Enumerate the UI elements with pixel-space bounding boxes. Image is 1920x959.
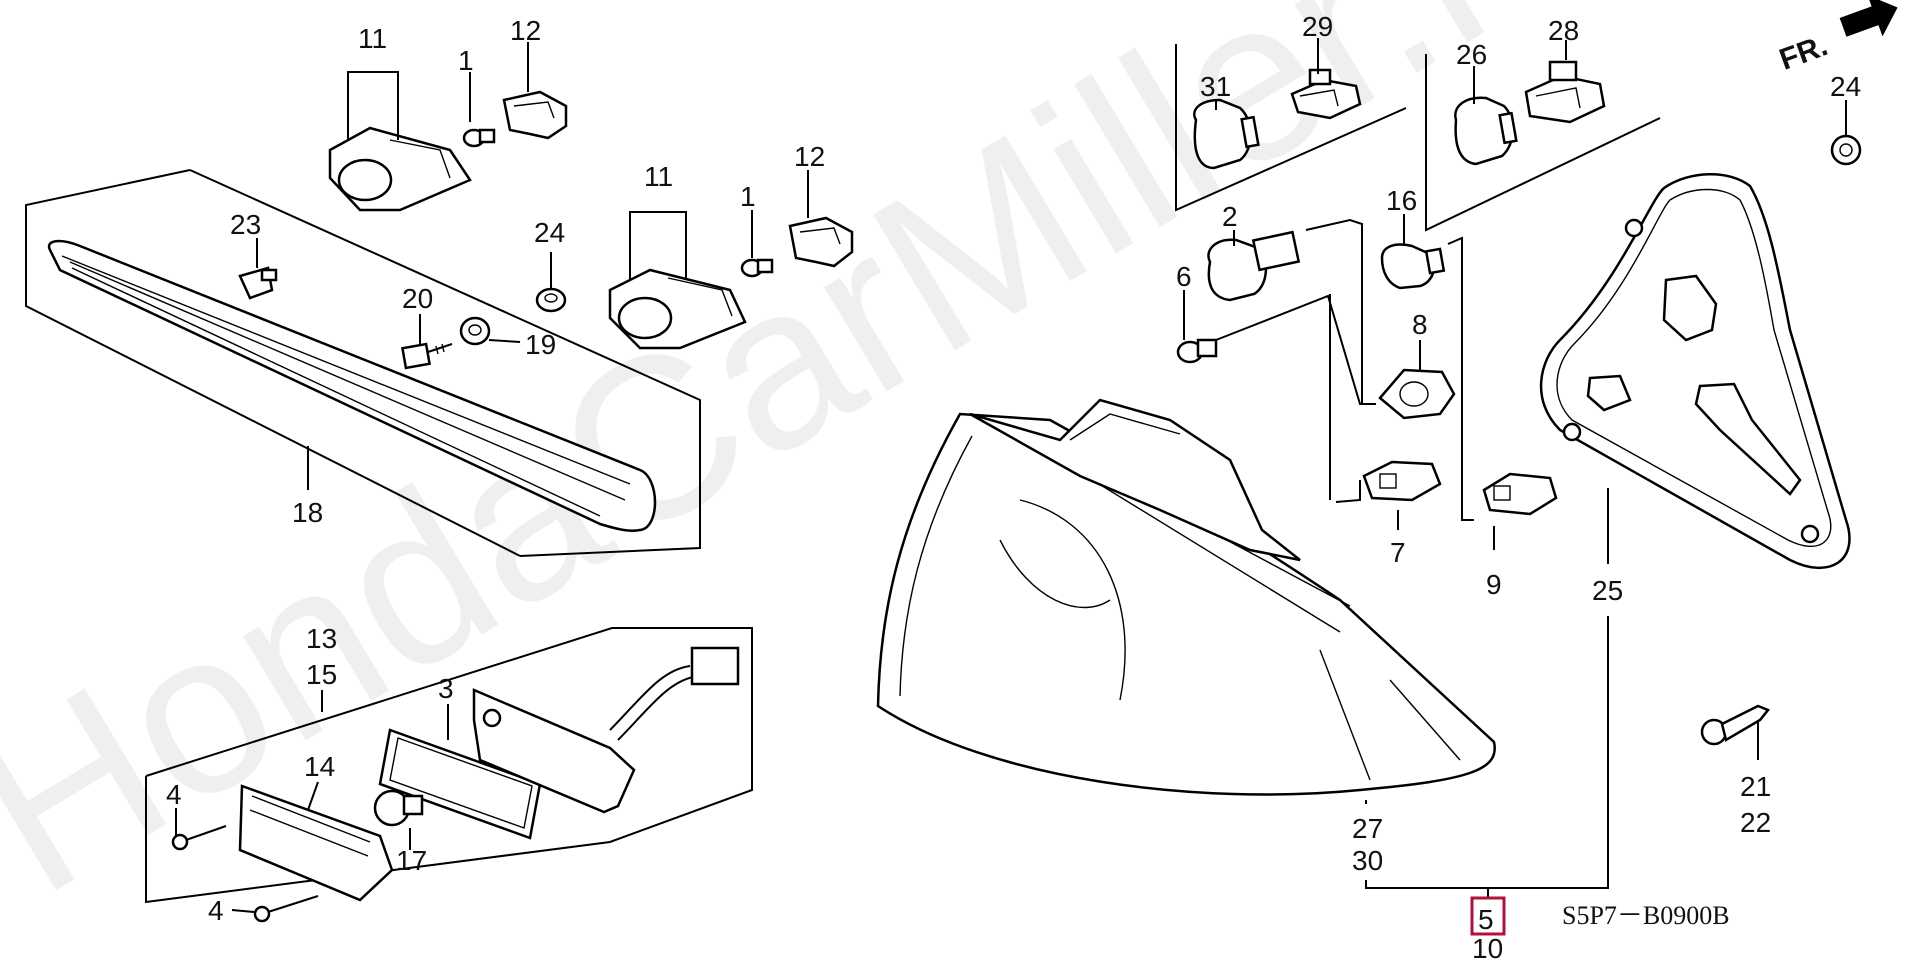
part-14-lens[interactable] <box>238 784 394 902</box>
part-27-tail-light-housing[interactable] <box>969 398 1301 562</box>
part-28-socket[interactable] <box>1524 60 1606 124</box>
part-12-connector-b[interactable] <box>788 216 854 268</box>
callout-15: 15 <box>306 659 337 690</box>
part-31-bulb[interactable] <box>1193 98 1260 170</box>
highlight-box-5 <box>1470 896 1506 936</box>
part-12-connector-a[interactable] <box>502 90 568 140</box>
part-4-screw-b[interactable] <box>253 895 319 923</box>
callout-1b: 1 <box>740 181 756 212</box>
tail-light-group: 27 30 5 10 S5P7－B0900B 31 29 26 <box>876 11 1862 959</box>
callout-17: 17 <box>396 845 427 876</box>
callout-24a: 24 <box>534 217 565 248</box>
part-11-socket-b[interactable] <box>608 268 747 350</box>
callout-16: 16 <box>1386 185 1417 216</box>
callout-26: 26 <box>1456 39 1487 70</box>
part-24-grommet[interactable] <box>535 287 567 313</box>
callout-4b: 4 <box>208 895 224 926</box>
part-6-bulb[interactable] <box>1176 338 1218 364</box>
part-9-socket[interactable] <box>1482 472 1558 516</box>
callout-4a: 4 <box>166 779 182 810</box>
part-25-gasket[interactable] <box>1539 173 1851 570</box>
callout-2: 2 <box>1222 201 1238 232</box>
part-1-bulb-a[interactable] <box>462 128 496 148</box>
callout-20: 20 <box>402 283 433 314</box>
part-11-socket-a[interactable] <box>328 126 472 212</box>
callout-31: 31 <box>1200 71 1231 102</box>
fr-label: FR. <box>1775 29 1832 77</box>
front-direction-indicator: FR. <box>1775 0 1898 77</box>
part-1-bulb-b[interactable] <box>740 258 774 278</box>
callout-25: 25 <box>1592 575 1623 606</box>
callout-3: 3 <box>438 673 454 704</box>
callout-6: 6 <box>1176 261 1192 292</box>
part-side-marker-housing[interactable] <box>472 646 740 814</box>
callout-14: 14 <box>304 751 335 782</box>
callout-23: 23 <box>230 209 261 240</box>
callout-7: 7 <box>1390 537 1406 568</box>
part-26-bulb[interactable] <box>1454 96 1518 166</box>
callout-30: 30 <box>1352 845 1383 876</box>
callout-12a: 12 <box>510 15 541 46</box>
callout-12b: 12 <box>794 141 825 172</box>
part-16-bulb[interactable] <box>1380 243 1446 290</box>
callout-5[interactable]: 5 <box>1478 904 1494 935</box>
callout-24b: 24 <box>1830 71 1861 102</box>
part-3-gasket[interactable] <box>378 728 542 840</box>
callout-9: 9 <box>1486 569 1502 600</box>
callout-19: 19 <box>525 329 556 360</box>
callout-13: 13 <box>306 623 337 654</box>
callout-18: 18 <box>292 497 323 528</box>
arrow-right-icon <box>1839 0 1898 37</box>
high-mount-light-group: 18 23 24 20 19 <box>25 15 854 557</box>
side-marker-group: 13 15 14 3 17 <box>145 623 753 926</box>
callout-28: 28 <box>1548 15 1579 46</box>
part-20-screw[interactable] <box>400 342 453 370</box>
part-17-bulb[interactable] <box>373 789 424 827</box>
callout-22: 22 <box>1740 807 1771 838</box>
part-4-screw-a[interactable] <box>171 825 227 851</box>
callout-11b: 11 <box>644 161 673 192</box>
part-19-nut[interactable] <box>459 316 491 346</box>
part-23-clip[interactable] <box>238 266 278 300</box>
diagram-code: S5P7－B0900B <box>1562 901 1730 930</box>
callout-11a: 11 <box>358 23 387 54</box>
part-29-socket[interactable] <box>1290 68 1362 120</box>
part-7-socket[interactable] <box>1362 460 1442 502</box>
callout-1a: 1 <box>458 45 474 76</box>
callout-8: 8 <box>1412 309 1428 340</box>
part-21-screw[interactable] <box>1700 704 1771 746</box>
callout-27: 27 <box>1352 813 1383 844</box>
callout-29: 29 <box>1302 11 1333 42</box>
part-2-bulb[interactable] <box>1207 230 1301 302</box>
callout-21: 21 <box>1740 771 1771 802</box>
part-18-light-bar[interactable] <box>47 239 657 532</box>
part-8-socket[interactable] <box>1378 368 1456 420</box>
part-24-nut[interactable] <box>1830 134 1862 166</box>
callout-10: 10 <box>1472 933 1503 959</box>
